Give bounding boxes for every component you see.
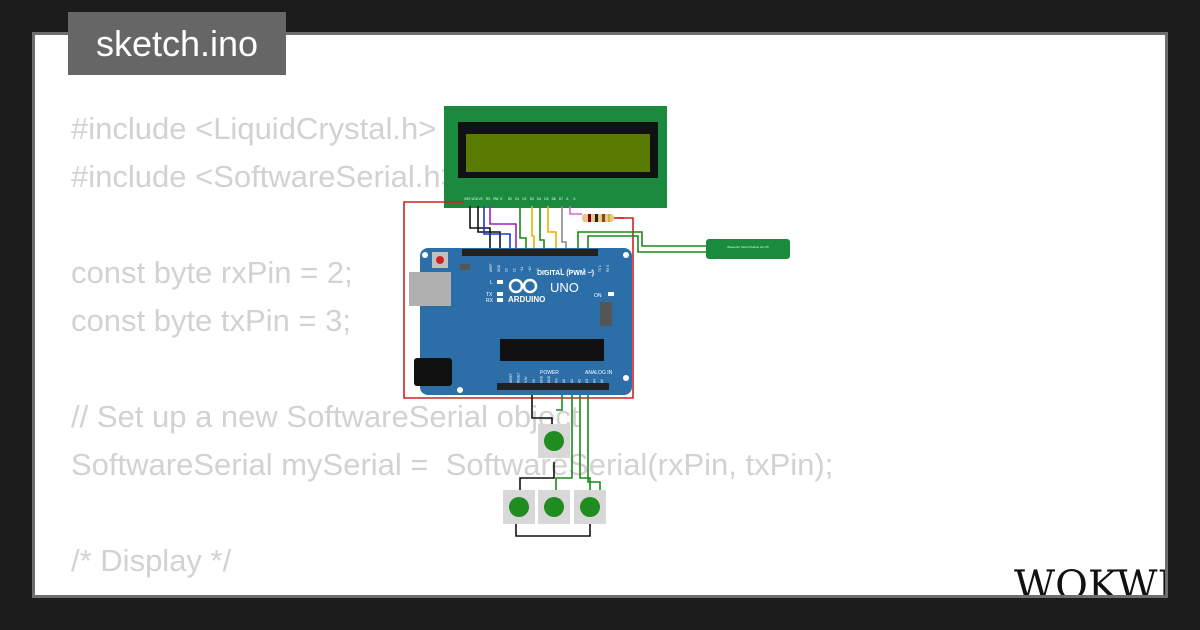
header-pin-label: GND xyxy=(497,264,501,272)
code-line: // Set up a new SoftwareSerial object xyxy=(71,399,580,434)
header-pin-label: IOREF xyxy=(509,373,513,383)
code-line: SoftwareSerial mySerial = SoftwareSerial… xyxy=(71,447,834,482)
lcd-pin-label: K xyxy=(574,197,577,201)
arduino-model: UNO xyxy=(550,280,579,295)
arduino-uno-board: ARDUINO UNO DIGITAL (PWM ~) POWER ANALOG… xyxy=(409,248,632,395)
header-pin-label: A4 xyxy=(593,379,597,383)
arduino-brand: ARDUINO xyxy=(508,295,545,304)
analog-label: ANALOG IN xyxy=(585,370,613,376)
lcd-pin-label: D7 xyxy=(559,197,563,201)
header-pin-label: 12 xyxy=(512,268,516,272)
header-pin-label: 7 xyxy=(551,270,555,272)
led-label-tx: TX xyxy=(486,292,493,298)
header-pin-label: TX 1 xyxy=(598,265,602,272)
code-line: /* Display */ xyxy=(71,543,232,578)
header-pin-label: AREF xyxy=(489,263,493,272)
header-pin-label: ~3 xyxy=(583,268,587,272)
lcd-pin-label: D2 xyxy=(522,197,526,201)
lcd-pin-label: D0 xyxy=(508,197,512,201)
lcd-pin-label: RS xyxy=(486,197,490,201)
arduino-infinity-logo xyxy=(508,278,538,294)
code-editor: #include <LiquidCrystal.h> #include <Sof… xyxy=(71,105,834,595)
code-line: const byte rxPin = 2; xyxy=(71,255,353,290)
power-jack xyxy=(414,358,452,386)
header-pin-label: ~11 xyxy=(520,267,524,272)
push-button-left xyxy=(503,490,535,524)
reset-button xyxy=(436,256,444,264)
led-label-l: L xyxy=(490,280,493,286)
header-pin-label: 2 xyxy=(590,270,594,272)
bluetooth-module: Bluetooth Serial Module HC-05 xyxy=(706,239,790,259)
on-label: ON xyxy=(594,293,602,299)
digital-label: DIGITAL (PWM ~) xyxy=(537,270,594,277)
led-label-rx: RX xyxy=(486,298,494,304)
code-line: LiquidCrystal lcd(12, 11, 10, 9, 8, 7); xyxy=(71,585,833,595)
header-pin-label: GND xyxy=(547,375,551,383)
lcd-pin-label: D4 xyxy=(537,197,541,201)
code-line: #include <LiquidCrystal.h> xyxy=(71,111,437,146)
digital-header xyxy=(462,249,598,256)
lcd-pin-label: VDD xyxy=(471,197,478,201)
lcd-pin-label: RW xyxy=(493,197,498,201)
power-analog-header xyxy=(497,383,609,390)
lcd-pin-label: D1 xyxy=(515,197,519,201)
lcd-pin-label: VSS xyxy=(464,197,470,201)
header-pin-label: RESET xyxy=(517,372,521,383)
bluetooth-module-label: Bluetooth Serial Module HC-05 xyxy=(727,245,769,249)
atmega-chip xyxy=(500,339,604,361)
header-pin-label: ~10 xyxy=(528,266,532,272)
resistor xyxy=(582,214,614,222)
code-line: const byte txPin = 3; xyxy=(71,303,352,338)
file-tab[interactable]: sketch.ino xyxy=(68,12,286,75)
lcd-pin-label: A xyxy=(566,197,569,201)
lcd-pin-label: E xyxy=(501,197,503,201)
header-pin-label: ~9 xyxy=(536,268,540,272)
lcd-pin-label: D5 xyxy=(544,197,548,201)
header-pin-label: A2 xyxy=(577,379,581,383)
header-pin-label: ~6 xyxy=(559,268,563,272)
header-pin-label: GND xyxy=(539,375,543,383)
header-pin-label: ~5 xyxy=(567,268,571,272)
preview-card: #include <LiquidCrystal.h> #include <Sof… xyxy=(32,32,1168,598)
power-label: POWER xyxy=(540,370,559,376)
header-pin-label: A5 xyxy=(600,379,604,383)
wokwi-logo: WOKWI xyxy=(1014,563,1168,598)
push-button-middle xyxy=(538,490,570,524)
header-pin-label: A0 xyxy=(562,379,566,383)
header-pin-label: 4 xyxy=(575,270,579,272)
header-pin-label: 8 xyxy=(544,270,548,272)
lcd-pin-label: V0 xyxy=(479,197,483,201)
header-pin-label: RX 0 xyxy=(606,265,610,272)
usb-port xyxy=(409,272,451,306)
push-button-top xyxy=(538,424,570,458)
header-pin-label: 3.3V xyxy=(524,376,528,383)
header-pin-label: A1 xyxy=(570,379,574,383)
wokwi-logo-text: WOKWI xyxy=(1014,563,1168,598)
header-pin-label: Vin xyxy=(555,378,559,383)
header-pin-label: A3 xyxy=(585,379,589,383)
header-pin-label: 13 xyxy=(505,268,509,272)
lcd-pin-label: D6 xyxy=(552,197,556,201)
lcd-pin-label: D3 xyxy=(530,197,534,201)
header-pin-label: 5V xyxy=(532,378,536,383)
code-line: #include <SoftwareSerial.h> xyxy=(71,159,459,194)
push-button-right xyxy=(574,490,606,524)
wires xyxy=(403,201,706,537)
